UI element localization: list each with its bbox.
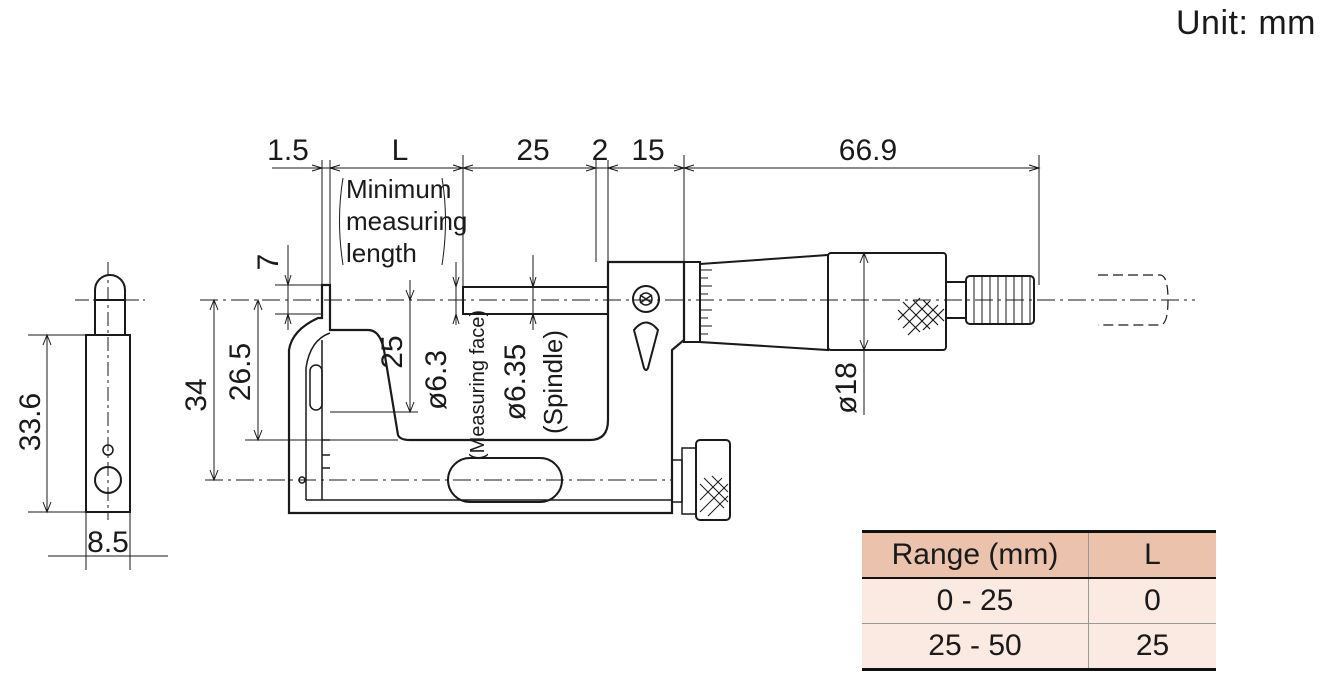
dim-L: L [392,134,409,167]
dim-26-5: 26.5 [224,343,257,401]
main-view [200,252,1195,521]
range-table-header: Range (mm) L [862,531,1216,578]
table-row: 25 - 50 25 [862,623,1216,670]
dim-1-5: 1.5 [267,134,309,167]
L-cell: 0 [1144,584,1161,617]
unit-label: Unit: mm [1176,4,1316,42]
range-cell: 25 - 50 [862,623,1089,670]
dim-8-5: 8.5 [87,526,129,559]
dim-2: 2 [592,134,609,167]
spindle-label: (Spindle) [538,330,568,434]
dimension-lines [205,155,1041,482]
table-row: 0 - 25 0 [862,578,1216,624]
dim-33-6: 33.6 [14,393,47,451]
dim-6-3: ø6.3 [420,350,453,410]
dim-18: ø18 [830,362,863,414]
L-cell: 25 [1135,629,1170,662]
dim-34: 34 [180,378,213,411]
dim-15: 15 [631,134,664,167]
side-view [28,262,168,570]
min-length-line2: measuring [346,206,467,236]
header-range: Range (mm) [862,531,1089,578]
dim-25-top: 25 [516,134,549,167]
min-length-line1: Minimum [346,174,451,204]
range-table: Range (mm) L 0 - 25 0 25 - 50 25 [862,530,1216,671]
dim-7: 7 [252,254,285,271]
dim-66-9: 66.9 [839,134,897,167]
range-cell: 0 - 25 [862,578,1089,624]
measuring-face-label: (Measuring face) [467,310,489,460]
header-L: L [1144,538,1161,571]
min-length-line3: length [346,238,417,268]
dim-6-35: ø6.35 [499,344,532,421]
dim-25-side: 25 [376,335,409,368]
